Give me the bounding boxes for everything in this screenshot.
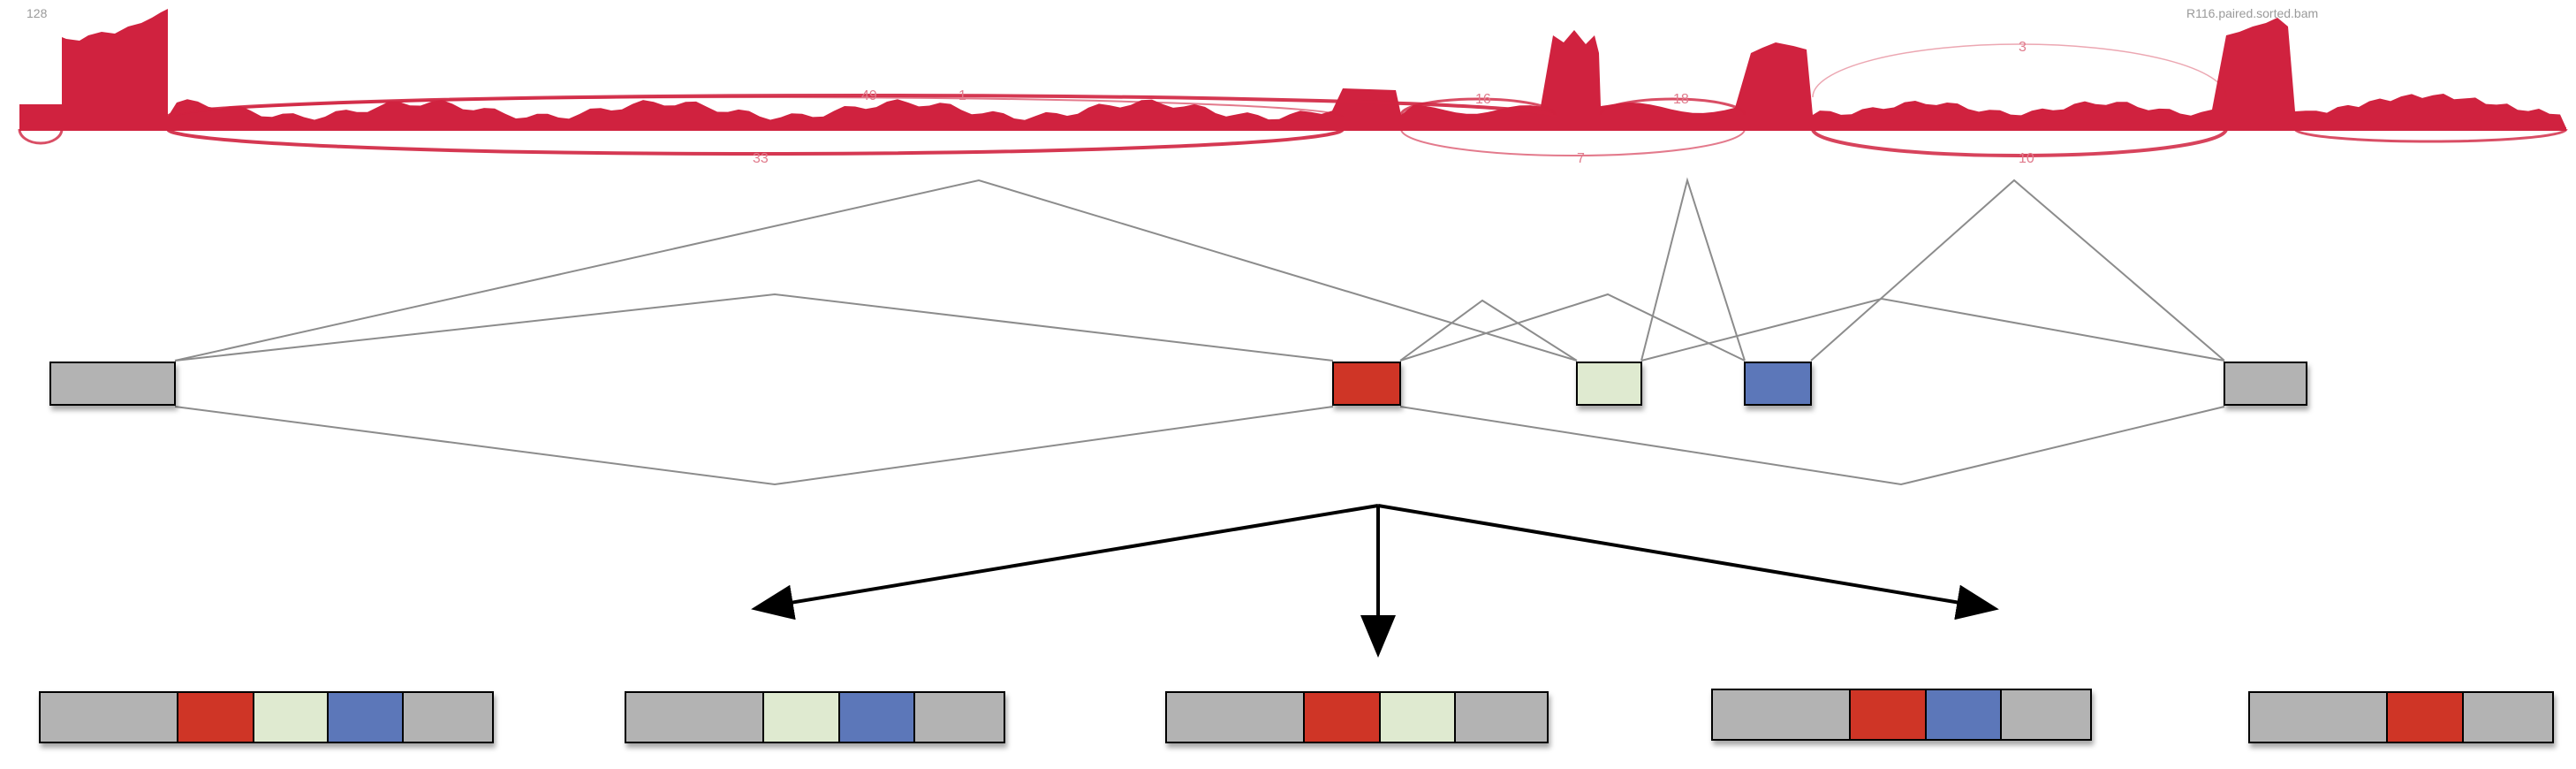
isoform-segment	[402, 691, 494, 743]
junction-count-label: 3	[2019, 40, 2027, 55]
isoform-3	[1165, 691, 1549, 743]
isoform-segment	[2248, 691, 2388, 743]
isoform-segment	[253, 691, 329, 743]
isoform-segment	[1165, 691, 1305, 743]
junction-arc	[2293, 128, 2568, 143]
junction-arcs-above	[166, 43, 2227, 118]
isoform-segment	[1379, 691, 1456, 743]
isoform-2	[625, 691, 1005, 743]
junction-count-label: 1	[958, 88, 966, 103]
exon-3-box	[1576, 362, 1642, 406]
junction-arc	[18, 128, 64, 145]
junction-count-labels: 49 1 16 18 3 33 7 10	[753, 40, 2034, 166]
gene-model-exons	[49, 362, 2307, 406]
junction-line	[1399, 406, 2225, 486]
isoform-segment	[838, 691, 915, 743]
junction-arc	[1399, 97, 1557, 116]
junction-arc	[1812, 43, 2227, 98]
junction-arc	[1811, 128, 2228, 157]
junction-arc	[1400, 128, 1746, 156]
read-coverage-area	[19, 9, 2566, 128]
isoform-segment	[2000, 689, 2092, 741]
isoform-segment	[39, 691, 178, 743]
junction-count-label: 10	[2019, 151, 2034, 166]
arrow-right	[1377, 504, 1999, 621]
isoform-1	[39, 691, 494, 743]
isoform-segment	[1454, 691, 1549, 743]
junction-arcs-below	[18, 128, 2568, 157]
junction-count-label: 7	[1577, 151, 1585, 166]
junction-line	[1640, 177, 1746, 362]
isoform-segment	[177, 691, 254, 743]
isoform-segment	[1849, 689, 1927, 741]
exon-4-box	[1744, 362, 1812, 406]
junction-count-label: 49	[861, 88, 877, 103]
junction-count-label: 18	[1673, 92, 1689, 107]
junction-line	[174, 293, 1334, 362]
exon-2-box	[1332, 362, 1401, 406]
sashimi-coverage-track: 128 R116.paired.sorted.bam 49 1 16 18 3 …	[18, 6, 2568, 166]
junction-count-label: 33	[753, 151, 769, 166]
isoform-segment	[762, 691, 840, 743]
isoform-5	[2248, 691, 2554, 743]
junction-line	[174, 406, 1334, 486]
junction-count-label: 16	[1475, 92, 1491, 107]
isoform-segment	[1711, 689, 1851, 741]
isoform-segment	[625, 691, 764, 743]
splice-junction-lines	[174, 177, 2225, 486]
isoform-segment	[2386, 691, 2464, 743]
track-file-label: R116.paired.sorted.bam	[2186, 6, 2318, 20]
isoform-transcripts	[39, 689, 2554, 743]
isoform-segment	[327, 691, 404, 743]
isoform-segment	[1303, 691, 1381, 743]
junction-arc	[1599, 97, 1746, 116]
isoform-4	[1711, 689, 2092, 741]
exon-1-box	[49, 362, 176, 406]
junction-arc	[166, 128, 1345, 156]
junction-arc	[176, 96, 1344, 118]
isoform-arrows	[751, 504, 1999, 658]
junction-line	[174, 179, 1578, 362]
isoform-segment	[2462, 691, 2554, 743]
junction-line	[1399, 299, 1578, 362]
exon-5-box	[2224, 362, 2307, 406]
isoform-segment	[913, 691, 1005, 743]
junction-line	[1810, 179, 2225, 362]
track-range-label: 128	[27, 6, 48, 20]
junction-line	[1399, 293, 1746, 362]
isoform-segment	[1925, 689, 2002, 741]
arrow-left	[751, 504, 1379, 621]
